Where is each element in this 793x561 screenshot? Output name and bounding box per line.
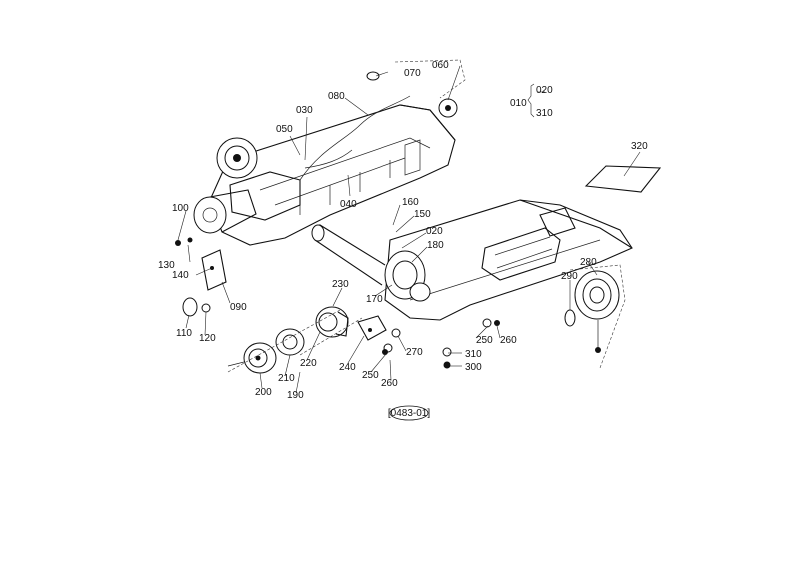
callout-300: 300: [465, 362, 482, 373]
callout-190: 190: [287, 390, 304, 401]
callout-170: 170: [366, 294, 383, 305]
callout-020-top: 020: [536, 85, 553, 96]
decal-label: [584, 165, 662, 193]
callout-310: 310: [465, 349, 482, 360]
callout-180: 180: [427, 240, 444, 251]
callout-280: 280: [580, 257, 597, 268]
callout-110: 110: [176, 328, 192, 339]
callout-120: 120: [199, 333, 216, 344]
callout-140: 140: [172, 270, 189, 281]
callout-200: 200: [255, 387, 272, 398]
callout-130: 130: [158, 260, 175, 271]
callout-270: 270: [406, 347, 423, 358]
leader-lines: [177, 65, 641, 394]
callout-160: 160: [402, 197, 419, 208]
callout-240: 240: [339, 362, 356, 373]
callout-220: 220: [300, 358, 317, 369]
headlamp-right: [564, 264, 626, 369]
callout-050: 050: [276, 124, 293, 135]
reference-code: [0483-01]: [388, 408, 430, 419]
callout-250-right: 250: [476, 335, 493, 346]
lamp-bracket: [357, 315, 393, 355]
callout-310-top: 310: [536, 108, 553, 119]
callout-260-mid: 260: [381, 378, 398, 389]
top-hub: [366, 59, 466, 118]
callout-060: 060: [432, 60, 449, 71]
callout-labels: 010 020 310 060 070 080 030 050 040 100 …: [158, 60, 648, 401]
callout-010: 010: [510, 98, 527, 109]
reference-code-badge: [0483-01]: [388, 405, 430, 421]
side-bracket: [175, 237, 227, 317]
callout-040: 040: [340, 199, 357, 210]
group-bracket: [527, 83, 535, 118]
callout-030: 030: [296, 105, 313, 116]
callout-070: 070: [404, 68, 421, 79]
callout-250-mid: 250: [362, 370, 379, 381]
callout-100: 100: [172, 203, 189, 214]
fasteners-right: [391, 318, 500, 369]
rear-chassis-body: [193, 95, 456, 246]
callout-320: 320: [631, 141, 648, 152]
callout-080: 080: [328, 91, 345, 102]
callout-290: 290: [561, 271, 578, 282]
front-chassis-beam: [311, 199, 633, 321]
callout-020-mid: 020: [426, 226, 443, 237]
callout-090: 090: [230, 302, 247, 313]
callout-230: 230: [332, 279, 349, 290]
callout-150: 150: [414, 209, 431, 220]
callout-260-right: 260: [500, 335, 517, 346]
callout-210: 210: [278, 373, 295, 384]
